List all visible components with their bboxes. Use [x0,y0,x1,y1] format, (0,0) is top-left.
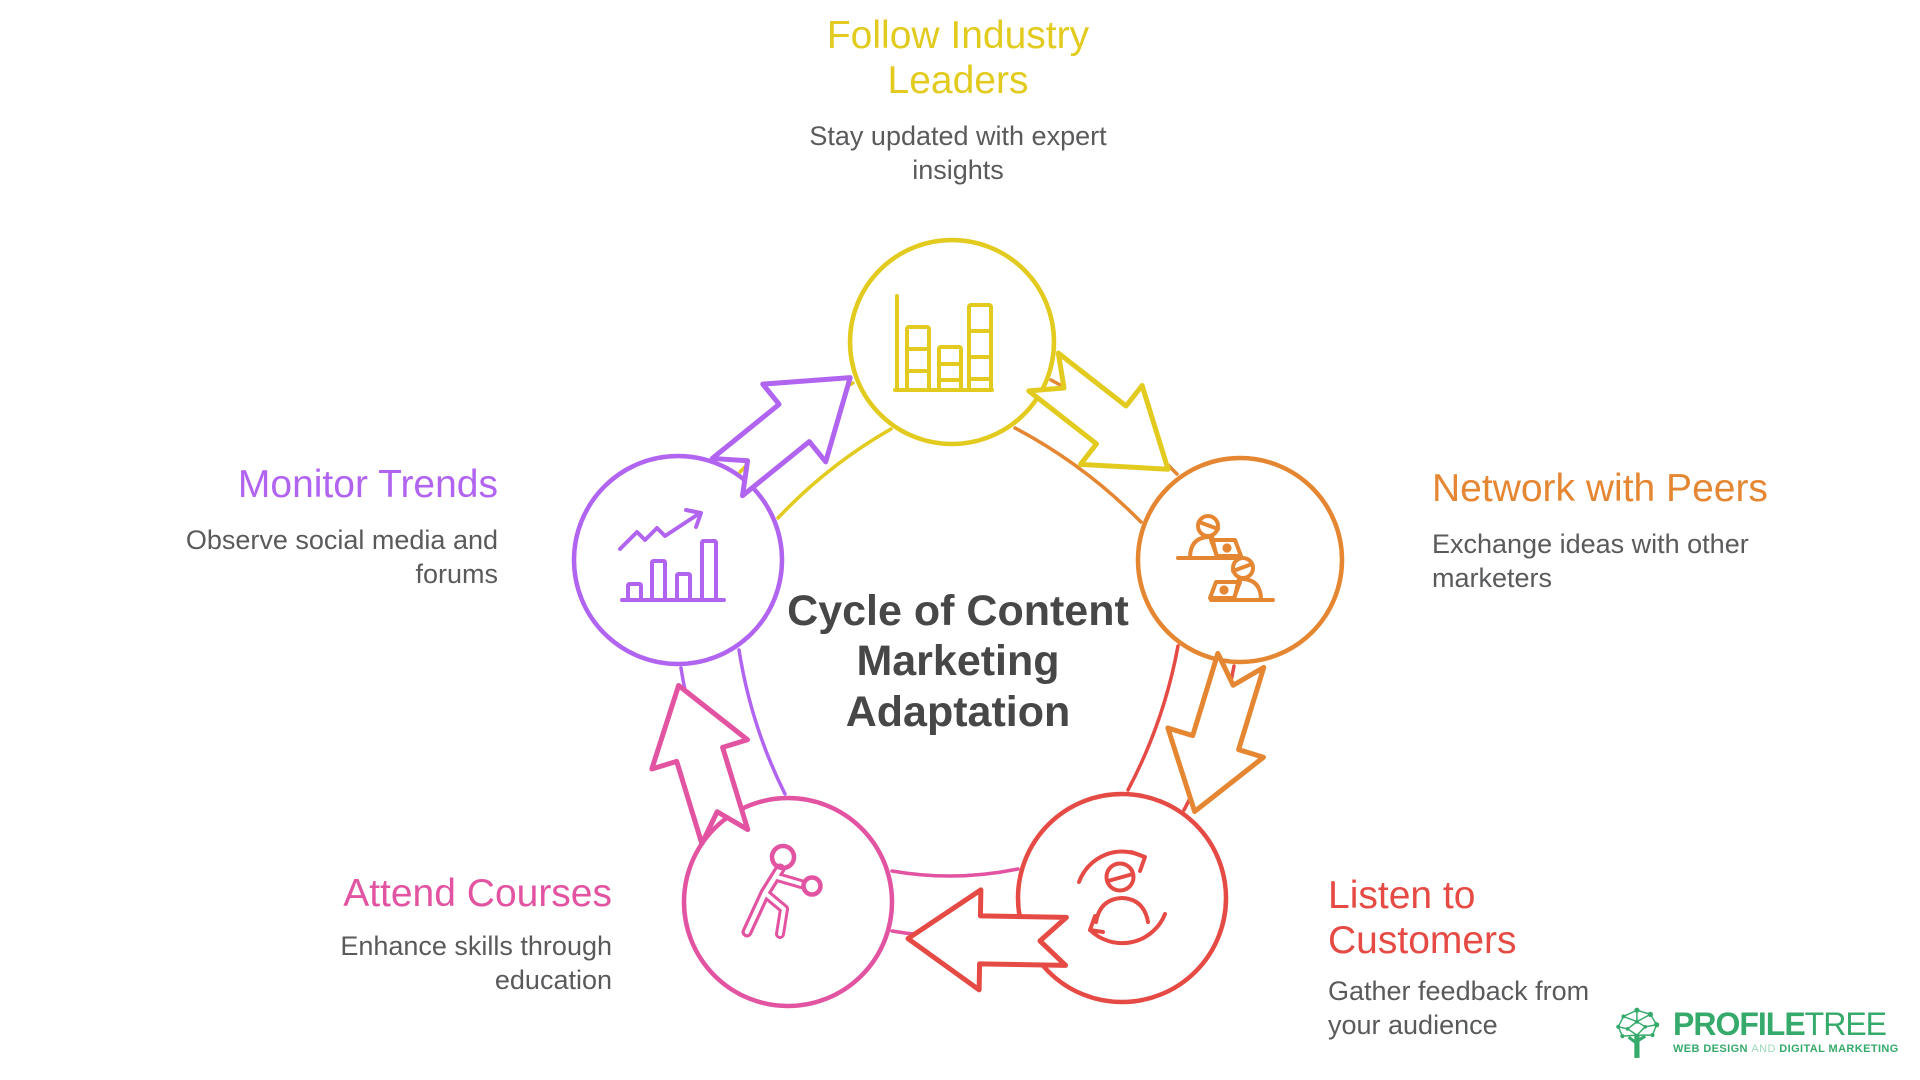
cycle-node-attend-courses [681,795,895,1009]
node-title: Attend Courses [343,872,612,915]
cycle-node-follow-industry-leaders [847,237,1057,447]
node-description: Stay updated with expert insights [809,120,1107,185]
people-at-laptops-icon [1176,514,1275,602]
flow-arrow-purple-to-yellow [709,375,853,499]
node-description: Gather feedback from your audience [1328,975,1590,1040]
brand-secondary: TREE [1804,1006,1887,1042]
flow-arrow-orange-to-red [1165,650,1267,815]
diagram-title: Cycle of Content Marketing Adaptation [787,587,1129,736]
node-description: Exchange ideas with other marketers [1432,528,1749,593]
logo-text: PROFILETREE WEB DESIGN AND DIGITAL MARKE… [1673,1004,1899,1055]
node-label-attend-courses: Attend Courses Enhance skills through ed… [292,872,612,997]
node-title: Monitor Trends [237,463,498,506]
node-title: Listen to Customers [1328,874,1517,962]
flow-arrow-red-to-pink [905,887,1069,993]
brand-wordmark: PROFILETREE [1673,1008,1899,1040]
node-title: Network with Peers [1432,467,1768,510]
tagline-part2: DIGITAL MARKETING [1779,1043,1899,1055]
bar-chart-icon [893,294,994,392]
node-label-follow-industry-leaders: Follow Industry Leaders Stay updated wit… [778,14,1138,187]
trend-growth-chart-icon [618,508,726,602]
training-person-icon [741,843,823,939]
flow-arrow-yellow-to-orange [1026,350,1171,472]
tagline-and: AND [1751,1043,1776,1055]
node-title: Follow Industry Leaders [826,14,1090,102]
flow-arrow-pink-to-purple [649,682,751,847]
node-description: Enhance skills through education [340,930,612,995]
profiletree-logo: PROFILETREE WEB DESIGN AND DIGITAL MARKE… [1613,1004,1899,1060]
cycle-node-monitor-trends [571,453,785,667]
tagline-part1: WEB DESIGN [1673,1043,1748,1055]
brand-primary: PROFILE [1673,1006,1806,1042]
node-description: Observe social media and forums [185,524,498,589]
customer-feedback-loop-icon [1077,849,1167,946]
node-label-monitor-trends: Monitor Trends Observe social media and … [178,463,498,591]
node-label-network-with-peers: Network with Peers Exchange ideas with o… [1432,467,1777,595]
node-label-listen-to-customers: Listen to Customers Gather feedback from… [1328,874,1608,1042]
tree-network-icon [1616,1007,1660,1058]
brand-tagline: WEB DESIGN AND DIGITAL MARKETING [1673,1043,1899,1055]
